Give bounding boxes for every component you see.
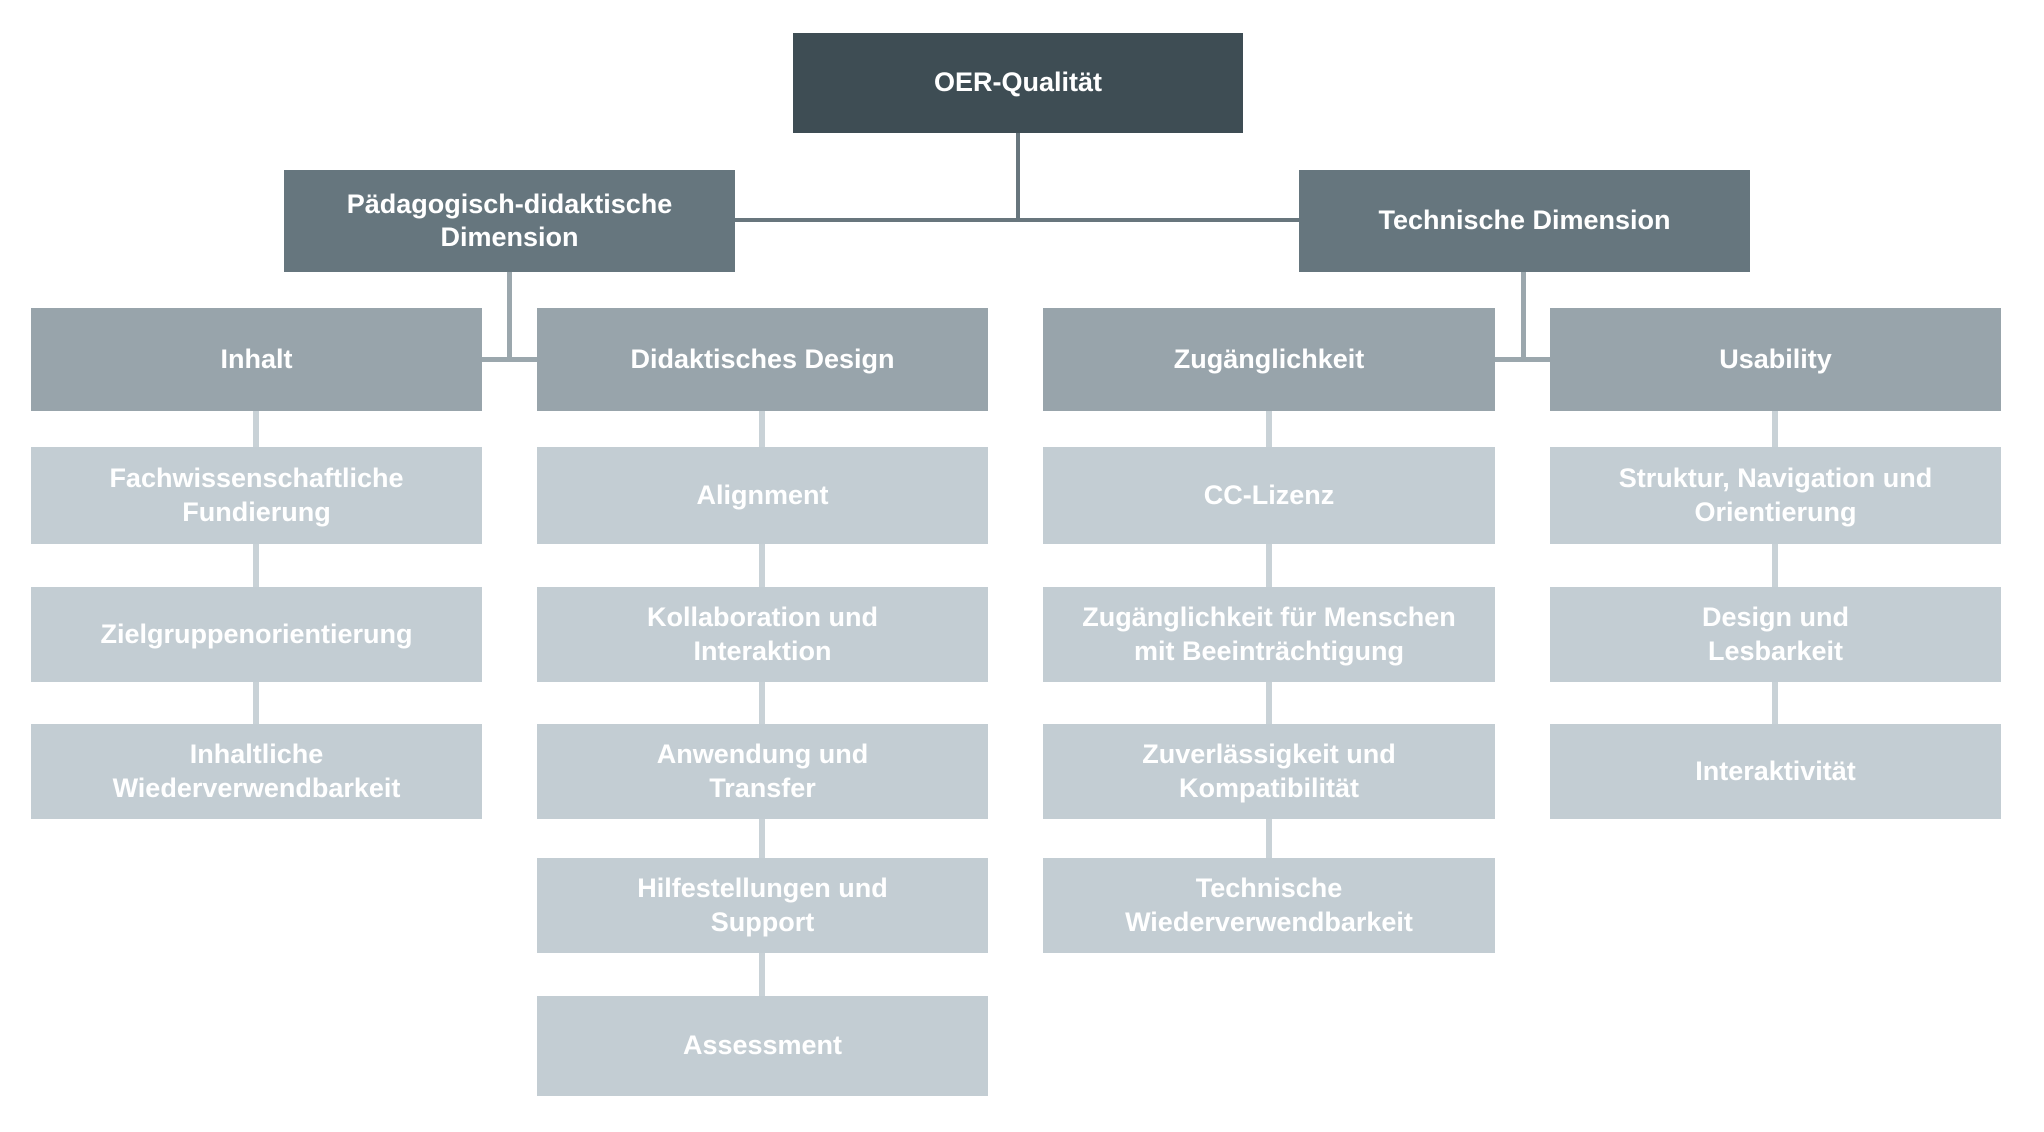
node-item-fachwissenschaftliche-fundierung-label: Fachwissenschaftliche Fundierung: [109, 463, 404, 527]
connector-dim1-vertical: [507, 272, 512, 360]
node-item-anwendung-transfer: Anwendung und Transfer: [537, 724, 988, 819]
node-item-interaktivitaet-label: Interaktivität: [1695, 755, 1856, 786]
node-item-zuverlaessigkeit-kompatibilitaet-label: Zuverlässigkeit und Kompatibilität: [1142, 739, 1396, 803]
node-item-hilfestellungen-support: Hilfestellungen und Support: [537, 858, 988, 953]
node-item-interaktivitaet: Interaktivität: [1550, 724, 2001, 819]
node-category-zugaenglichkeit: Zugänglichkeit: [1043, 308, 1495, 411]
node-item-kollaboration-interaktion: Kollaboration und Interaktion: [537, 587, 988, 682]
connector-col1-link2: [253, 544, 259, 587]
connector-col1-link1: [253, 411, 259, 447]
connector-col2-link1: [759, 411, 765, 447]
node-item-assessment-label: Assessment: [682, 1030, 843, 1061]
node-category-inhalt-label: Inhalt: [220, 343, 293, 374]
node-oer-qualitaet: OER-Qualität: [793, 33, 1243, 133]
connector-col2-link3: [759, 682, 765, 724]
node-item-design-lesbarkeit-label: Design und Lesbarkeit: [1702, 602, 1849, 666]
node-dimension-paedagogisch-didaktisch-label: Pädagogisch-didaktische Dimension: [346, 188, 673, 252]
connector-col4-link1: [1772, 411, 1778, 447]
node-category-usability: Usability: [1550, 308, 2001, 411]
node-item-fachwissenschaftliche-fundierung: Fachwissenschaftliche Fundierung: [31, 447, 482, 544]
connector-dimensions-horizontal: [735, 218, 1299, 222]
node-item-kollaboration-interaktion-label: Kollaboration und Interaktion: [647, 602, 878, 666]
node-category-didaktisches-design-label: Didaktisches Design: [630, 343, 895, 374]
connector-col4-link2: [1772, 544, 1778, 587]
node-dimension-paedagogisch-didaktisch: Pädagogisch-didaktische Dimension: [284, 170, 735, 272]
node-item-design-lesbarkeit: Design und Lesbarkeit: [1550, 587, 2001, 682]
connector-root-vertical: [1016, 133, 1020, 222]
node-category-zugaenglichkeit-label: Zugänglichkeit: [1173, 343, 1365, 374]
node-oer-qualitaet-label: OER-Qualität: [933, 67, 1102, 98]
node-item-inhaltliche-wiederverwendbarkeit: Inhaltliche Wiederverwendbarkeit: [31, 724, 482, 819]
connector-col3-link3: [1266, 682, 1272, 724]
node-item-cc-lizenz: CC-Lizenz: [1043, 447, 1495, 544]
connector-col2-link4: [759, 819, 765, 858]
connector-col3-link2: [1266, 544, 1272, 587]
node-category-inhalt: Inhalt: [31, 308, 482, 411]
connector-dim2-vertical: [1521, 272, 1526, 360]
node-item-zielgruppenorientierung-label: Zielgruppenorientierung: [100, 618, 413, 649]
connector-col1-link3: [253, 682, 259, 724]
node-item-hilfestellungen-support-label: Hilfestellungen und Support: [637, 873, 888, 937]
node-dimension-technisch: Technische Dimension: [1299, 170, 1750, 272]
node-item-technische-wiederverwendbarkeit-label: Technische Wiederverwendbarkeit: [1125, 873, 1413, 937]
node-item-zielgruppenorientierung: Zielgruppenorientierung: [31, 587, 482, 682]
node-item-alignment: Alignment: [537, 447, 988, 544]
node-item-inhaltliche-wiederverwendbarkeit-label: Inhaltliche Wiederverwendbarkeit: [112, 739, 401, 803]
node-category-didaktisches-design: Didaktisches Design: [537, 308, 988, 411]
node-item-alignment-label: Alignment: [696, 479, 829, 510]
node-item-struktur-navigation-orientierung-label: Struktur, Navigation und Orientierung: [1618, 463, 1933, 527]
connector-col3-link1: [1266, 411, 1272, 447]
node-category-usability-label: Usability: [1719, 343, 1832, 374]
node-item-zugaenglichkeit-menschen-beeintraechtigung-label: Zugänglichkeit für Menschen mit Beeinträ…: [1082, 602, 1456, 666]
connector-dim1-horizontal: [482, 357, 537, 362]
connector-col4-link3: [1772, 682, 1778, 724]
node-item-struktur-navigation-orientierung: Struktur, Navigation und Orientierung: [1550, 447, 2001, 544]
node-item-anwendung-transfer-label: Anwendung und Transfer: [656, 739, 869, 803]
connector-col2-link2: [759, 544, 765, 587]
node-dimension-technisch-label: Technische Dimension: [1378, 205, 1671, 236]
node-item-cc-lizenz-label: CC-Lizenz: [1203, 479, 1335, 510]
connector-dim2-horizontal: [1495, 357, 1550, 362]
connector-col2-link5: [759, 953, 765, 996]
node-item-assessment: Assessment: [537, 996, 988, 1096]
node-item-zugaenglichkeit-menschen-beeintraechtigung: Zugänglichkeit für Menschen mit Beeinträ…: [1043, 587, 1495, 682]
connector-col3-link4: [1266, 819, 1272, 858]
node-item-technische-wiederverwendbarkeit: Technische Wiederverwendbarkeit: [1043, 858, 1495, 953]
node-item-zuverlaessigkeit-kompatibilitaet: Zuverlässigkeit und Kompatibilität: [1043, 724, 1495, 819]
